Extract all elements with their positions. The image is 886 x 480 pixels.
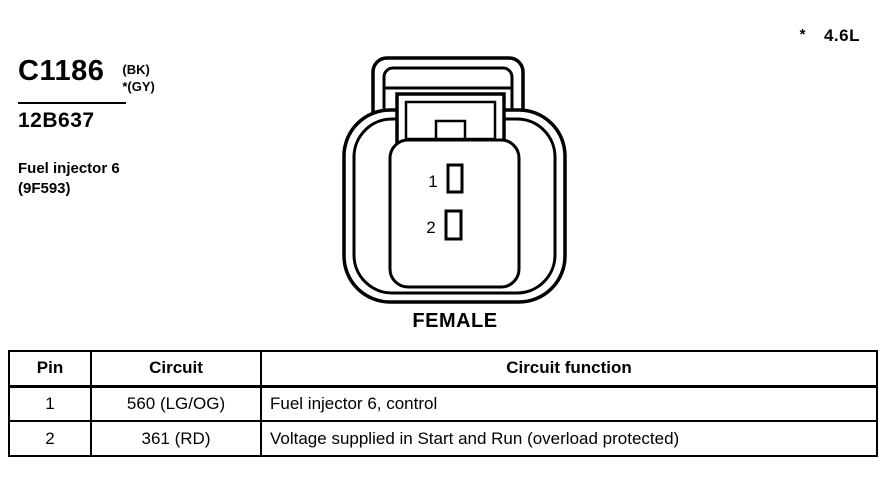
header-circuit-function: Circuit function: [260, 350, 878, 388]
connector-id: C1186: [18, 55, 105, 87]
connector-description: Fuel injector 6 (9F593): [18, 159, 248, 200]
row1-function: Fuel injector 6, control: [260, 385, 878, 422]
pin-1-number: 1: [428, 172, 437, 191]
pin-2-number: 2: [426, 218, 435, 237]
table-row: 2 361 (RD) Voltage supplied in Start and…: [8, 420, 878, 457]
connector-color-primary: (BK): [122, 62, 150, 77]
engine-note-star: *: [799, 26, 806, 43]
description-line-1: Fuel injector 6: [18, 159, 120, 177]
header-circuit: Circuit: [90, 350, 262, 388]
header-pin: Pin: [8, 350, 92, 388]
row1-pin: 1: [8, 385, 92, 422]
row1-circuit: 560 (LG/OG): [90, 385, 262, 422]
description-line-2: (9F593): [18, 180, 71, 198]
table-header-row: Pin Circuit Circuit function: [8, 350, 878, 388]
pin-2-cavity: [444, 209, 463, 241]
row2-circuit: 361 (RD): [90, 420, 262, 457]
connector-color-alt: *(GY): [122, 78, 155, 94]
connector-drawing-area: 1 2 FEMALE: [338, 50, 572, 333]
engine-note: * 4.6L: [800, 26, 860, 46]
table-row: 1 560 (LG/OG) Fuel injector 6, control: [8, 385, 878, 422]
engine-note-text: 4.6L: [823, 26, 860, 45]
part-number: 12B637: [18, 108, 95, 132]
pin-1-cavity: [446, 163, 464, 194]
id-divider-line: [18, 101, 126, 104]
row2-pin: 2: [8, 420, 92, 457]
connector-color-codes: (BK) *(GY): [122, 56, 155, 96]
connector-gender-label: FEMALE: [412, 310, 498, 332]
row2-function: Voltage supplied in Start and Run (overl…: [260, 420, 878, 457]
connector-id-block: C1186 (BK) *(GY) 12B637 Fuel injector 6 …: [18, 55, 248, 200]
pinout-table: Pin Circuit Circuit function 1 560 (LG/O…: [8, 350, 878, 457]
connector-face-diagram: 1 2: [342, 56, 567, 304]
latch-notch: [434, 119, 467, 141]
